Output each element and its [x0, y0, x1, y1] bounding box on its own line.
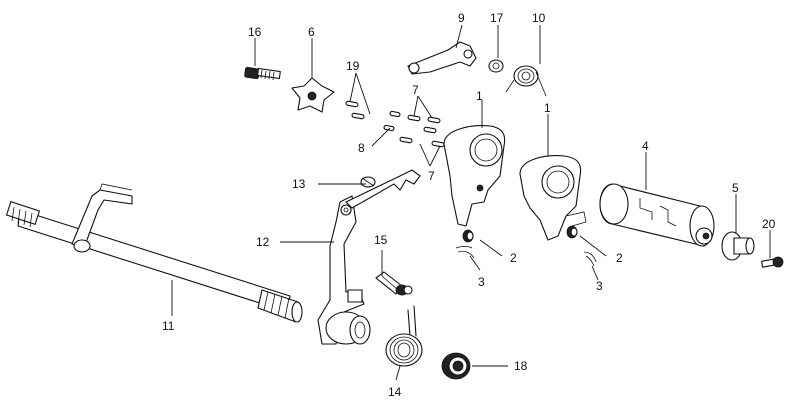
callout-1a: 1 — [476, 89, 483, 103]
callout-13: 13 — [292, 177, 306, 191]
callout-4: 4 — [642, 139, 649, 153]
callout-2a: 2 — [510, 251, 517, 265]
clip-left-part — [455, 246, 475, 259]
callout-7b: 7 — [428, 169, 435, 183]
callout-11: 11 — [162, 319, 175, 333]
callout-3a: 3 — [478, 275, 485, 289]
stopper-spring-part — [505, 65, 547, 97]
fork-pin-left-part — [462, 229, 474, 243]
callout-18: 18 — [514, 359, 528, 373]
drum-collar-part — [721, 231, 755, 261]
callout-5: 5 — [732, 181, 739, 195]
washer-part — [488, 59, 504, 73]
callout-15: 15 — [374, 233, 388, 247]
callout-17: 17 — [490, 11, 504, 25]
pins-8-part — [383, 110, 401, 132]
shift-fork-left-part — [443, 125, 506, 227]
shift-drum-part — [599, 183, 715, 247]
callout-6: 6 — [308, 25, 315, 39]
callout-7a: 7 — [412, 83, 419, 97]
callout-9: 9 — [458, 11, 465, 25]
pins-19-part — [345, 100, 365, 120]
torsion-spring-part — [385, 305, 423, 367]
fork-pin-right-part — [566, 225, 578, 239]
callout-1b: 1 — [544, 101, 551, 115]
pin-bolt-part — [375, 271, 413, 296]
bolt-part — [244, 66, 281, 81]
shift-shaft-part — [6, 183, 303, 323]
leader-lines — [171, 24, 771, 381]
oil-seal-part — [441, 352, 471, 380]
callout-labels: 1 1 2 2 3 3 4 5 6 7 7 8 9 10 11 12 13 14… — [162, 11, 776, 399]
callout-8: 8 — [358, 141, 365, 155]
stopper-arm-part — [407, 41, 477, 75]
callout-16: 16 — [248, 25, 262, 39]
callout-20: 20 — [762, 217, 776, 231]
star-cam-part — [291, 77, 335, 113]
callout-3b: 3 — [596, 279, 603, 293]
clip-right-part — [583, 251, 597, 267]
pawl-lever-part — [345, 169, 421, 209]
callout-19: 19 — [346, 59, 360, 73]
screw-part — [761, 256, 784, 268]
callout-2b: 2 — [616, 251, 623, 265]
callout-12: 12 — [256, 235, 270, 249]
pins-7-part — [399, 114, 445, 148]
callout-14: 14 — [388, 385, 402, 399]
callout-10: 10 — [532, 11, 546, 25]
shift-arm-part — [317, 195, 371, 345]
shift-fork-right-part — [519, 155, 587, 241]
